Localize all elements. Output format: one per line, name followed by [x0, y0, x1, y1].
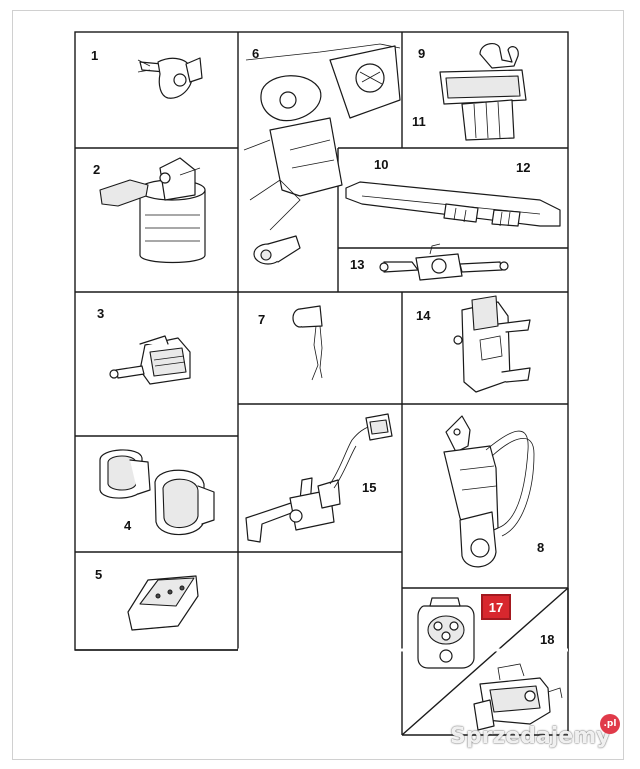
watermark-logo: Sprzedajemy	[450, 722, 611, 750]
label-part-10: 10	[374, 157, 389, 172]
label-part-14: 14	[416, 308, 431, 323]
part-10-12-drawing	[345, 181, 561, 227]
part-15-drawing	[245, 413, 393, 543]
label-part-9: 9	[418, 46, 426, 61]
part-13-drawing	[379, 243, 509, 281]
label-part-2: 2	[93, 162, 101, 177]
label-part-1: 1	[91, 48, 99, 63]
label-part-17-highlight: 17	[481, 594, 511, 620]
part-4-drawing	[99, 449, 215, 536]
watermark-badge: .pl	[600, 714, 620, 734]
label-part-4: 4	[124, 518, 132, 533]
part-5-drawing	[127, 575, 199, 631]
label-part-13: 13	[350, 257, 365, 272]
part-2-drawing	[99, 157, 206, 264]
part-9-11-drawing	[439, 43, 527, 141]
image-frame	[12, 10, 624, 760]
label-part-11: 11	[412, 114, 426, 129]
label-part-15: 15	[362, 480, 377, 495]
part-6-drawing	[243, 43, 401, 265]
label-part-5: 5	[95, 567, 103, 582]
part-7-drawing	[292, 305, 323, 381]
cell-grid	[74, 31, 569, 736]
part-18-drawing	[473, 663, 563, 731]
part-17-drawing	[417, 597, 475, 669]
label-part-3: 3	[97, 306, 105, 321]
part-14-drawing	[453, 295, 531, 393]
label-part-8: 8	[537, 540, 545, 555]
label-part-7: 7	[258, 312, 266, 327]
label-part-6: 6	[252, 46, 260, 61]
part-3-drawing	[109, 335, 191, 385]
watermark-text: Sprzedajemy	[450, 723, 611, 749]
part-8-drawing	[443, 415, 535, 568]
part-1-drawing	[137, 57, 203, 99]
label-part-18: 18	[540, 632, 555, 647]
label-part-12: 12	[516, 160, 531, 175]
